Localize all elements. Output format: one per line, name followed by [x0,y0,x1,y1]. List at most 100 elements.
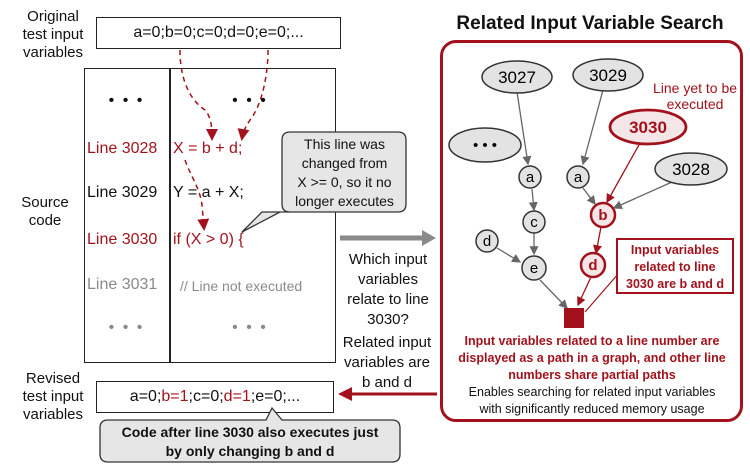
edge-d-e [496,247,522,263]
line-dots-bottom: • • • [108,319,145,336]
node-d1-label: d [483,233,491,250]
node-3027-label: 3027 [498,68,536,87]
node-d1 [475,229,499,253]
red-arrow-head [338,387,352,401]
callout-changed-text: This line was changed from X >= 0, so it… [283,135,406,211]
var-b-changed: b=1 [161,388,189,405]
node-3029 [572,58,644,92]
callout-line: changed from [301,155,388,171]
code-3031: // Line not executed [180,278,303,294]
edge-3029-a [580,89,604,166]
line-3031: Line 3031 [87,276,158,293]
edge-a-b [582,187,596,206]
node-3030 [608,108,688,146]
node-d2 [579,251,607,279]
node-e [521,255,547,281]
question-line: relate to line [347,291,429,308]
box-line: Input variables [630,243,720,257]
bottom-callout-text: Code after line 3030 also executes just … [100,423,400,461]
box-line: related to line [634,260,716,274]
line-yet-label: Line yet to be executed [645,80,745,112]
node-3030-label: 3030 [629,118,667,137]
code-3028: X = b + d; [173,140,243,157]
var-e: ;e=0;... [250,388,301,405]
callout-changed-bubble [241,131,407,233]
edge-b-d [593,226,602,255]
node-a2 [566,165,590,189]
var-a: a=0; [129,388,162,405]
callout-line: by only changing b and d [165,443,335,459]
right-panel-frame [440,40,743,422]
node-dots-label: • • • [473,137,497,154]
label-line: Line yet to be [652,80,738,96]
callout-line: longer executes [295,193,394,209]
answer-line: Related input [342,334,432,351]
label-line: executed [666,96,724,112]
end-node-square [564,308,584,328]
original-vars-text: a=0;b=0;c=0;d=0;e=0;... [133,24,304,41]
answer-line: variables are [344,354,430,371]
callout-line: This line was [304,136,385,152]
code-divider [169,68,171,363]
desc-line: Input variables related to a line number… [464,334,720,348]
source-code-label: Source code [10,194,80,230]
desc-line: with significantly reduced memory usage [479,402,705,416]
code-dots-bottom: • • • [232,319,268,336]
node-a1 [518,165,542,189]
edge-3027-a [516,91,532,166]
edge-e-end [539,279,568,309]
line-3029: Line 3029 [87,184,158,201]
edge-3028-b [612,181,673,209]
node-e-label: e [530,260,538,277]
question-text: Which input variables relate to line 303… [338,250,438,330]
edge-3030-b [606,142,641,204]
dashed-arrow-d [237,49,269,141]
revised-vars-box: a=0;b=1;c=0;d=1;e=0;... [96,381,334,413]
code-dots-top: • • • [232,92,268,109]
label-line: variables [22,44,84,61]
code-3029: Y = a + X; [173,184,244,201]
node-a1-label: a [526,169,535,186]
label-line: Revised [25,370,81,387]
callout-line: X >= 0, so it no [297,174,392,190]
desc-line: Enables searching for related input vari… [468,385,716,399]
original-inputs-label: Original test input variables [8,8,98,62]
dashed-arrow-b [179,49,218,141]
original-vars-box: a=0;b=0;c=0;d=0;e=0;... [96,17,341,49]
right-panel-title: Related Input Variable Search [456,13,724,34]
related-vars-box: Input variables related to line 3030 are… [616,238,734,294]
question-line: Which input [348,251,428,268]
desc-line: displayed as a path in a graph, and othe… [458,351,726,365]
node-a2-label: a [574,169,583,186]
node-3028-label: 3028 [672,160,710,179]
callout-line: Code after line 3030 also executes just [121,424,379,440]
label-line: variables [22,406,84,423]
line-3028: Line 3028 [87,140,158,157]
revised-inputs-label: Revised test input variables [8,370,98,424]
edge-a-c [528,188,538,212]
description: Input variables related to a line number… [446,333,738,418]
node-3028 [654,152,728,186]
box-line: 3030 are b and d [626,277,724,291]
question-line: 3030? [367,311,409,328]
edge-d-end [577,276,592,307]
node-3027 [481,60,553,94]
answer-text: Related input variables are b and d [334,333,440,393]
node-b [589,201,617,229]
label-line: test input [22,388,84,405]
dashed-arrow-x [184,159,210,231]
node-3029-label: 3029 [589,66,627,85]
line-3030: Line 3030 [87,231,158,248]
var-d-changed: d=1 [223,388,251,405]
node-dots [448,127,522,163]
node-c [522,210,546,234]
label-line: Source [21,194,69,211]
answer-line: b and d [361,374,413,391]
line-dots-top: • • • [108,92,145,109]
label-line: code [28,212,62,229]
label-line: test input [22,26,84,43]
node-d2-label: d [588,257,597,274]
